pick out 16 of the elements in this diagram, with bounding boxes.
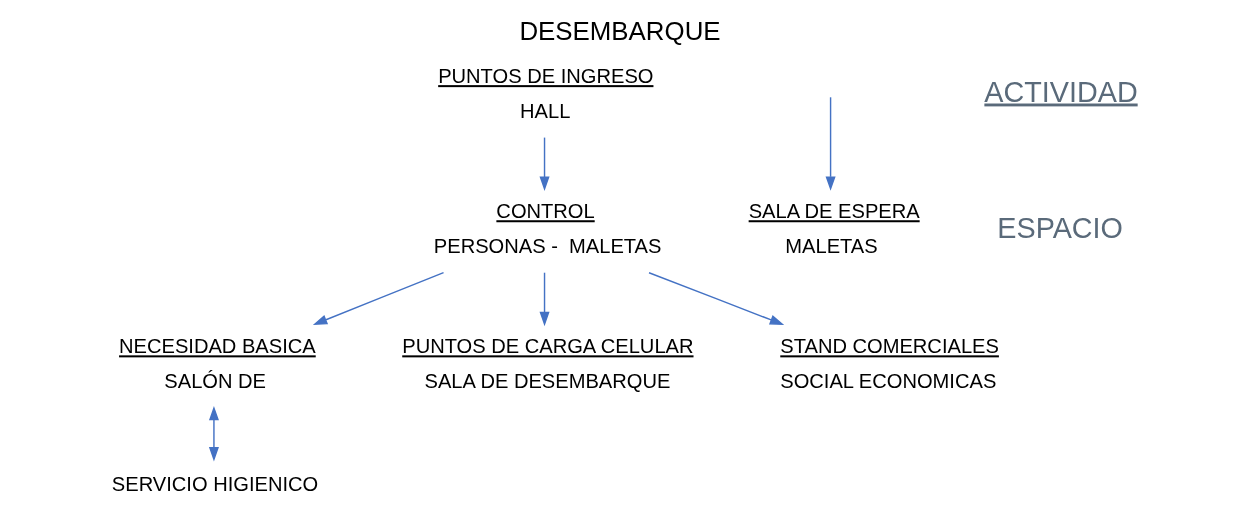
label: ESPACIO xyxy=(997,212,1123,245)
arrow xyxy=(539,272,550,327)
arrow xyxy=(312,272,445,325)
arrow xyxy=(539,136,550,191)
diagram-title: DESEMBARQUE xyxy=(519,17,721,46)
label: ACTIVIDAD xyxy=(984,75,1138,108)
arrow xyxy=(825,96,836,191)
node-text: SALA DE ESPERA MALETAS xyxy=(748,200,920,257)
node-text: STAND COMERCIALES SOCIAL ECONOMICAS xyxy=(780,335,999,392)
node-text: PUNTOS DE INGRESO HALL xyxy=(438,65,654,122)
node-text: CONTROL PERSONAS - MALETAS xyxy=(433,200,662,257)
arrow xyxy=(208,405,219,462)
node-text: SERVICIO HIGIENICO xyxy=(111,473,319,496)
node-text: NECESIDAD BASICA SALÓN DE xyxy=(119,335,316,392)
node-text: PUNTOS DE CARGA CELULAR SALA DE DESEMBARQUE xyxy=(402,335,694,392)
arrow xyxy=(648,272,785,325)
